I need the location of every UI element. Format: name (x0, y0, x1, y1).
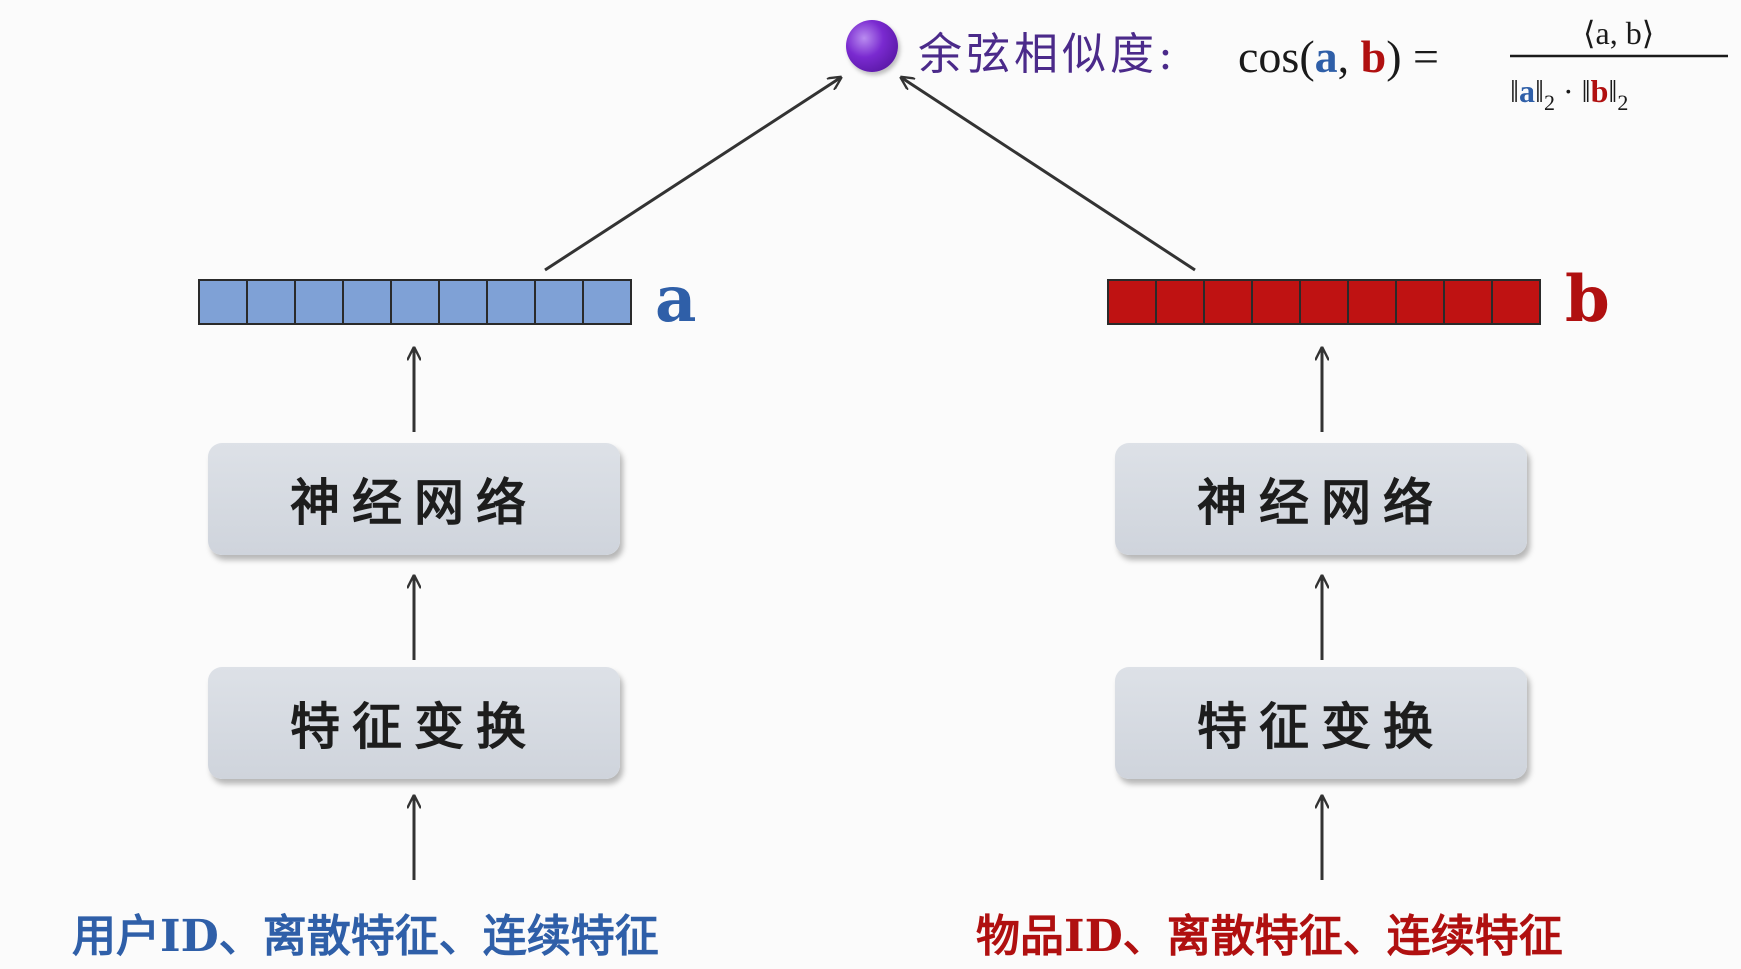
user-neural-network-box: 神经网络 (208, 443, 620, 555)
formula-var-a: a (1315, 31, 1338, 82)
similarity-node (846, 20, 898, 72)
svg-text:‖a‖2·‖b‖2: ‖a‖2·‖b‖2 (1510, 73, 1628, 115)
formula-var-b: b (1361, 31, 1387, 82)
formula-lhs: cos( (1238, 31, 1315, 82)
vector-b (1107, 279, 1541, 325)
formula-den-a: a (1519, 73, 1535, 109)
formula-rhs: ) = (1386, 31, 1439, 82)
arrow-b-to-similarity (902, 78, 1196, 272)
item-neural-network-box: 神经网络 (1115, 443, 1527, 555)
user-input-label: 用户ID、离散特征、连续特征 (72, 911, 659, 962)
vector-a (198, 279, 632, 325)
formula-sub-a: 2 (1544, 90, 1555, 115)
cosine-formula-svg: cos(a, b) = ⟨a, b⟩ ‖a‖2·‖b‖2 (1238, 15, 1728, 115)
similarity-label: 余弦相似度: (918, 29, 1177, 80)
formula-numerator: ⟨a, b⟩ (1583, 15, 1654, 51)
vector-a-label: a (655, 262, 697, 337)
cosine-formula: cos(a, b) = ⟨a, b⟩ ‖a‖2·‖b‖2 (1238, 8, 1738, 122)
arrow-a-to-similarity (544, 78, 840, 272)
item-feature-transform-box: 特征变换 (1115, 667, 1527, 779)
formula-den-b: b (1591, 73, 1609, 109)
svg-text:cos(a, b) =: cos(a, b) = (1238, 31, 1439, 82)
formula-dot: · (1563, 73, 1574, 109)
user-feature-transform-box: 特征变换 (208, 667, 620, 779)
vector-b-label: b (1565, 262, 1610, 337)
formula-comma: , (1338, 31, 1361, 82)
formula-sub-b: 2 (1617, 90, 1628, 115)
item-input-label: 物品ID、离散特征、连续特征 (976, 911, 1563, 962)
